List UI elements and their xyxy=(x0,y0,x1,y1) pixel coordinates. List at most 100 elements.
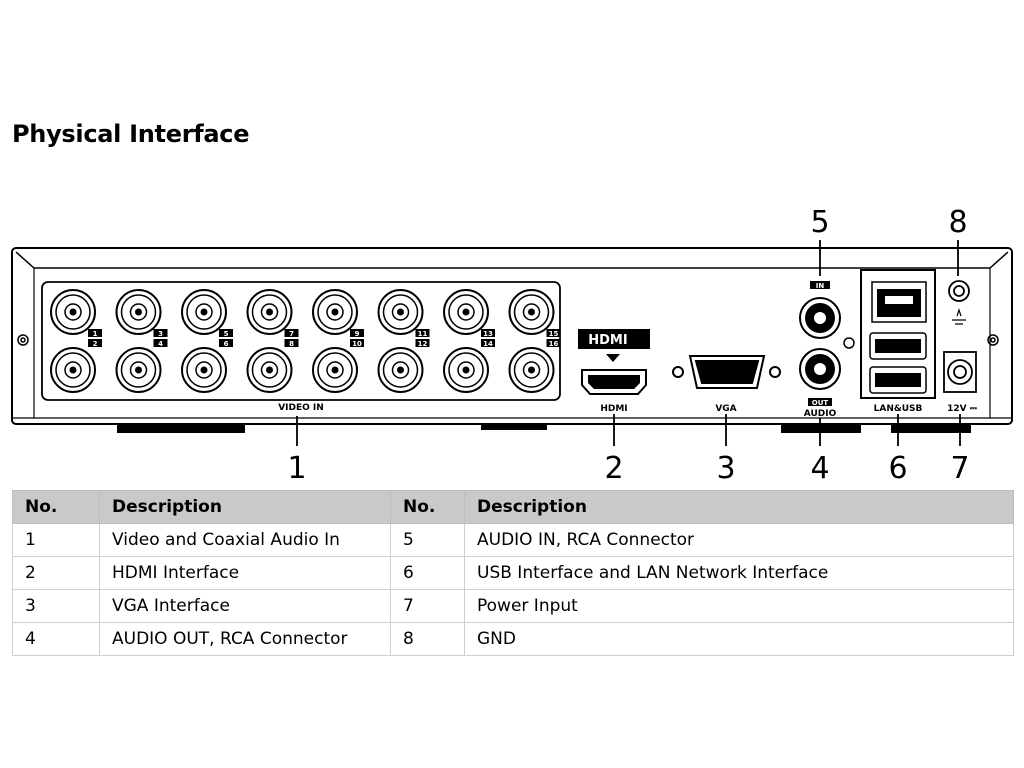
channel-tag xyxy=(415,339,430,347)
channel-number: 1 xyxy=(93,330,98,338)
bnc-connector[interactable] xyxy=(115,289,162,335)
audio-out-tag: OUT xyxy=(812,399,829,407)
hdmi-port[interactable]: HDMI HDMI xyxy=(578,329,650,414)
bnc-connector[interactable] xyxy=(246,289,293,335)
channel-number: 8 xyxy=(289,340,294,348)
page-title: Physical Interface xyxy=(12,120,250,148)
table-cell: 8 xyxy=(390,622,465,656)
channel-tag xyxy=(88,329,102,337)
channel-tag xyxy=(153,339,168,347)
gnd-terminal[interactable] xyxy=(948,280,970,325)
table-cell: AUDIO IN, RCA Connector xyxy=(464,523,1014,557)
channel-number: 7 xyxy=(289,330,294,338)
bnc-connector[interactable] xyxy=(50,347,96,393)
callout-1: 1 xyxy=(287,451,306,486)
interface-table: No. Description No. Description 1 Video … xyxy=(12,490,1014,656)
bnc-connector[interactable] xyxy=(377,347,424,393)
audio-in-port[interactable]: IN xyxy=(799,281,855,349)
table-cell: AUDIO OUT, RCA Connector xyxy=(99,622,391,656)
bnc-connector[interactable] xyxy=(181,347,227,393)
header-no-right: No. xyxy=(390,490,465,524)
power-input[interactable]: 12V ⎓ xyxy=(943,351,978,414)
channel-number: 5 xyxy=(224,330,229,338)
channel-tag xyxy=(350,339,364,347)
hdmi-logo: HDMI xyxy=(588,333,627,348)
channel-number: 6 xyxy=(224,340,229,348)
bnc-connector[interactable] xyxy=(312,289,358,335)
channel-tag xyxy=(284,329,299,337)
audio-in-tag: IN xyxy=(816,282,825,290)
bnc-connector[interactable] xyxy=(508,289,555,335)
bnc-connector[interactable] xyxy=(50,289,96,335)
table-cell: GND xyxy=(464,622,1014,656)
table-cell: USB Interface and LAN Network Interface xyxy=(464,556,1014,590)
callout-lines xyxy=(296,240,961,446)
channel-tag xyxy=(350,329,364,337)
table-header-row: No. Description No. Description xyxy=(12,490,1014,524)
channel-tag xyxy=(481,339,495,347)
bnc-connector[interactable] xyxy=(377,289,424,335)
hdmi-label: HDMI xyxy=(600,404,627,414)
channel-number: 13 xyxy=(483,330,493,338)
table-cell: 7 xyxy=(390,589,465,623)
callout-6: 6 xyxy=(888,451,907,486)
lan-usb-label: LAN&USB xyxy=(874,404,923,414)
table-cell: Video and Coaxial Audio In xyxy=(99,523,391,557)
lan-usb-ports[interactable]: LAN&USB xyxy=(860,269,936,414)
table-cell: 5 xyxy=(390,523,465,557)
callout-7: 7 xyxy=(950,451,969,486)
channel-tag xyxy=(219,339,233,347)
channel-number: 16 xyxy=(549,340,559,348)
table-row: 4 AUDIO OUT, RCA Connector 8 GND xyxy=(12,622,1014,656)
audio-label: AUDIO xyxy=(804,409,837,419)
bnc-connector[interactable] xyxy=(443,347,489,393)
channel-tag xyxy=(415,329,430,337)
table-cell: 1 xyxy=(12,523,100,557)
bnc-connector[interactable] xyxy=(115,347,162,393)
channel-tag xyxy=(153,329,168,337)
table-cell: 6 xyxy=(390,556,465,590)
table-row: 1 Video and Coaxial Audio In 5 AUDIO IN,… xyxy=(12,523,1014,557)
channel-tag xyxy=(284,339,299,347)
channel-number: 2 xyxy=(93,340,98,348)
video-in-label: VIDEO IN xyxy=(278,403,324,413)
channel-number: 4 xyxy=(158,340,163,348)
table-cell: Power Input xyxy=(464,589,1014,623)
table-row: 2 HDMI Interface 6 USB Interface and LAN… xyxy=(12,556,1014,590)
screw-holes xyxy=(17,334,999,346)
vga-label: VGA xyxy=(715,404,736,414)
table-cell: VGA Interface xyxy=(99,589,391,623)
table-cell: HDMI Interface xyxy=(99,556,391,590)
vga-port[interactable]: VGA xyxy=(672,355,781,414)
callout-2: 2 xyxy=(604,451,623,486)
table-cell: 2 xyxy=(12,556,100,590)
callout-3: 3 xyxy=(716,451,735,486)
bnc-connector[interactable] xyxy=(246,347,293,393)
channel-tag xyxy=(219,329,233,337)
bnc-connector[interactable] xyxy=(312,347,358,393)
channel-number: 11 xyxy=(418,330,428,338)
callout-5: 5 xyxy=(810,205,829,240)
callout-numbers: 1 2 3 4 6 7 5 8 xyxy=(287,205,969,486)
bnc-connector[interactable] xyxy=(508,347,555,393)
channel-number: 10 xyxy=(352,340,362,348)
callout-4: 4 xyxy=(810,451,829,486)
channel-tag xyxy=(546,339,561,347)
bnc-connector[interactable] xyxy=(181,289,227,335)
channel-number: 3 xyxy=(158,330,163,338)
channel-number: 15 xyxy=(549,330,559,338)
channel-tag xyxy=(88,339,102,347)
power-label: 12V ⎓ xyxy=(947,404,978,414)
table-cell: 3 xyxy=(12,589,100,623)
header-description-left: Description xyxy=(99,490,391,524)
channel-tag xyxy=(481,329,495,337)
audio-out-port[interactable]: OUT AUDIO xyxy=(799,348,841,419)
channel-number: 12 xyxy=(418,340,428,348)
bnc-connector[interactable] xyxy=(443,289,489,335)
table-row: 3 VGA Interface 7 Power Input xyxy=(12,589,1014,623)
header-no-left: No. xyxy=(12,490,100,524)
table-cell: 4 xyxy=(12,622,100,656)
header-description-right: Description xyxy=(464,490,1014,524)
